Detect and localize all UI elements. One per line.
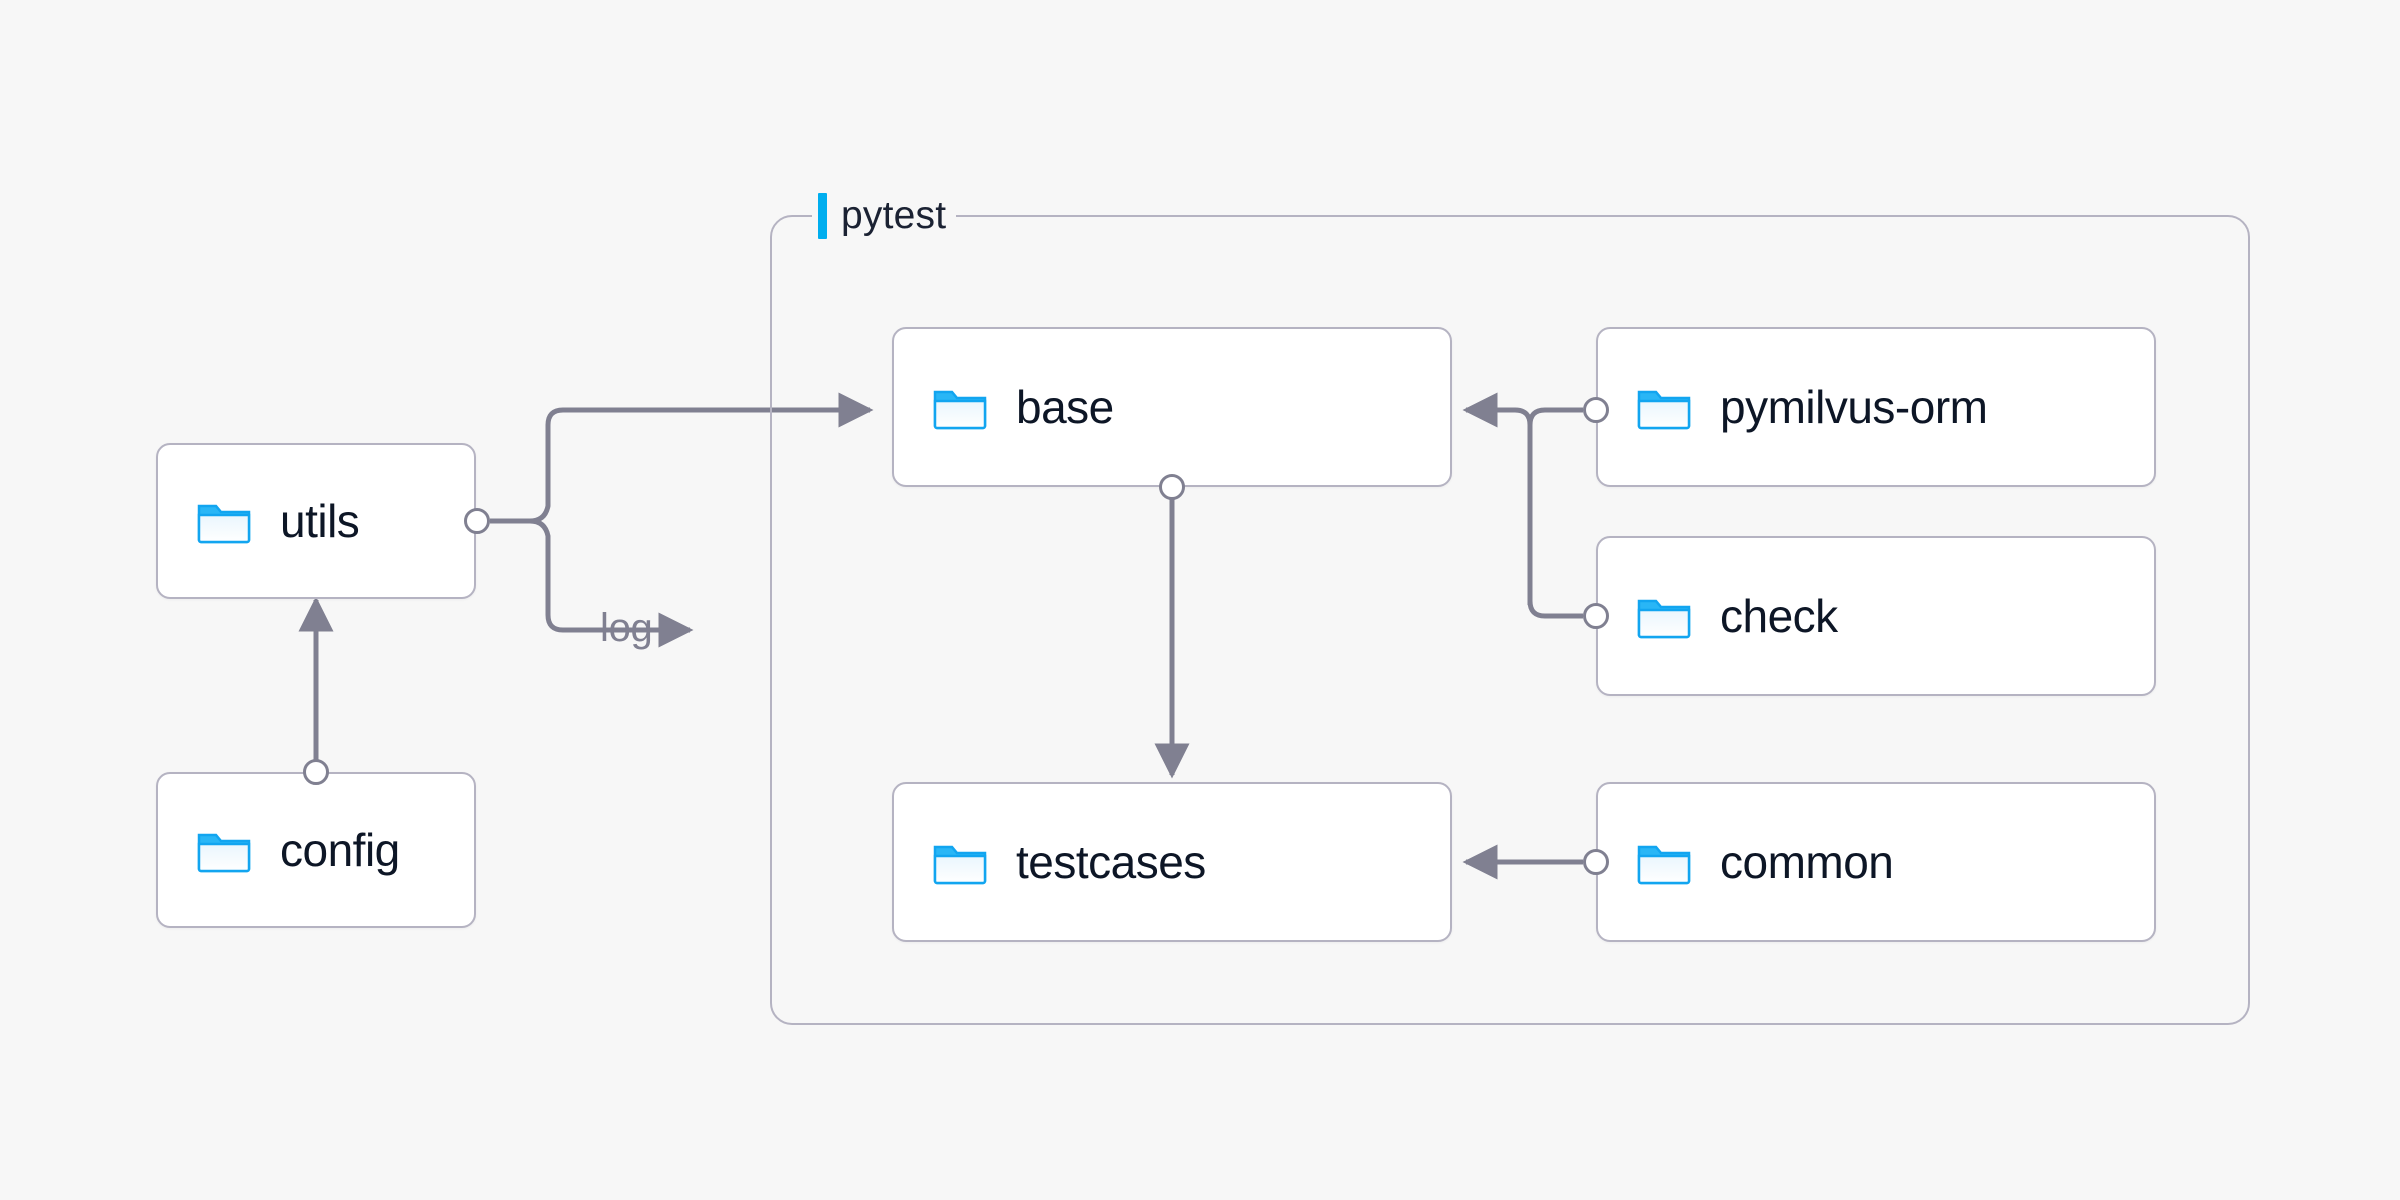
node-utils[interactable]: utils bbox=[156, 443, 476, 599]
port-common-left[interactable] bbox=[1583, 849, 1609, 875]
node-base[interactable]: base bbox=[892, 327, 1452, 487]
port-check-left[interactable] bbox=[1583, 603, 1609, 629]
edge-label-log: log bbox=[600, 606, 653, 650]
node-label: common bbox=[1720, 836, 1894, 888]
folder-icon bbox=[1637, 390, 1691, 430]
folder-icon bbox=[933, 390, 987, 430]
node-label: config bbox=[280, 824, 400, 876]
group-accent-bar bbox=[818, 193, 827, 239]
node-label: base bbox=[1016, 381, 1114, 433]
port-base-bottom[interactable] bbox=[1159, 474, 1185, 500]
node-label: utils bbox=[280, 495, 360, 547]
node-pymilvus-orm[interactable]: pymilvus-orm bbox=[1596, 327, 2156, 487]
folder-icon bbox=[197, 833, 251, 873]
group-pytest-header: pytest bbox=[812, 188, 957, 244]
port-utils-right[interactable] bbox=[464, 508, 490, 534]
group-pytest[interactable] bbox=[770, 215, 2250, 1025]
group-title: pytest bbox=[841, 194, 947, 237]
folder-icon bbox=[933, 845, 987, 885]
port-pymilvus-orm-left[interactable] bbox=[1583, 397, 1609, 423]
node-config[interactable]: config bbox=[156, 772, 476, 928]
node-label: check bbox=[1720, 590, 1838, 642]
folder-icon bbox=[1637, 599, 1691, 639]
port-config-top[interactable] bbox=[303, 759, 329, 785]
node-label: pymilvus-orm bbox=[1720, 381, 1988, 433]
folder-icon bbox=[1637, 845, 1691, 885]
folder-icon bbox=[197, 504, 251, 544]
node-label: testcases bbox=[1016, 836, 1206, 888]
node-common[interactable]: common bbox=[1596, 782, 2156, 942]
node-check[interactable]: check bbox=[1596, 536, 2156, 696]
node-testcases[interactable]: testcases bbox=[892, 782, 1452, 942]
